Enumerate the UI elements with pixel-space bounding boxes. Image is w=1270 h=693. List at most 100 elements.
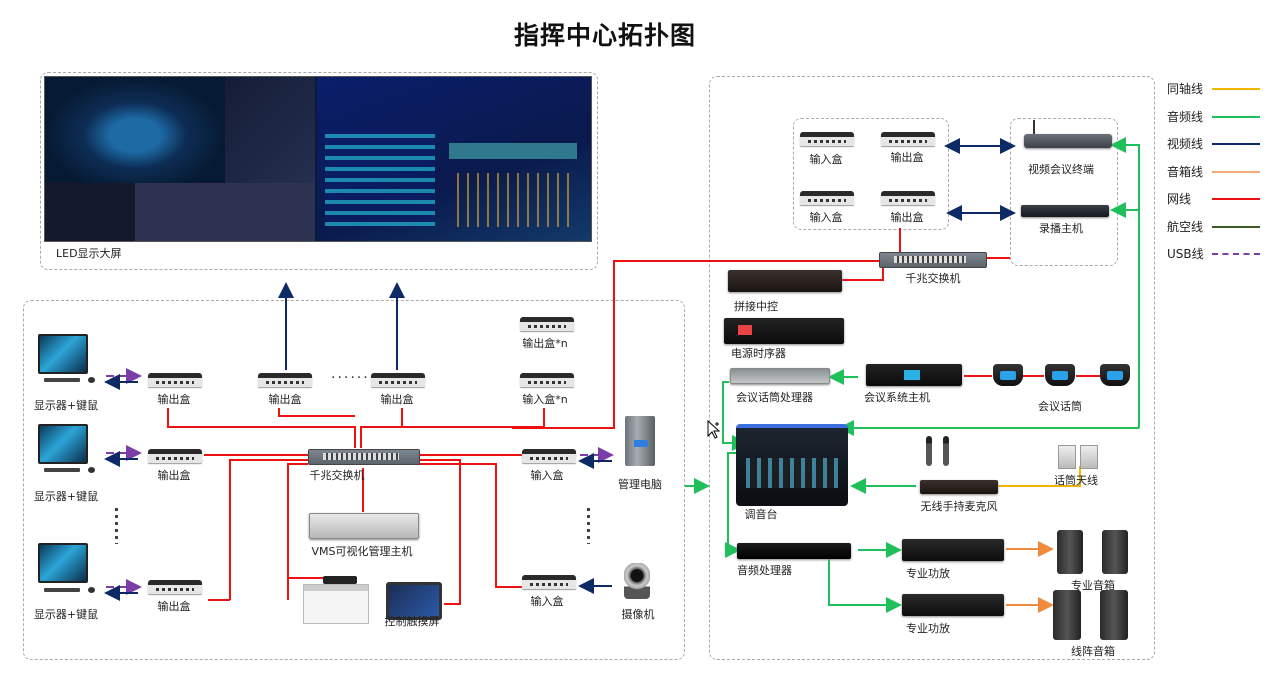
legend-line-swatch bbox=[1212, 225, 1260, 228]
kvm-arrows bbox=[104, 368, 614, 601]
legend-line-swatch bbox=[1212, 88, 1260, 90]
legend-line-swatch bbox=[1212, 198, 1260, 200]
monitor-icon bbox=[38, 334, 88, 374]
led-screen-image bbox=[44, 76, 592, 242]
input-box-device bbox=[522, 449, 576, 463]
legend-label: USB线 bbox=[1167, 247, 1204, 261]
monitor-stand bbox=[44, 378, 80, 382]
management-pc-label: 管理电脑 bbox=[618, 478, 662, 491]
output-box-label: 输出盒 bbox=[268, 393, 302, 406]
output-box-device bbox=[148, 373, 202, 387]
audio-processor-label: 音频处理器 bbox=[737, 564, 792, 577]
right-group-frame bbox=[709, 76, 1155, 660]
led-screen-label: LED显示大屏 bbox=[56, 247, 122, 260]
wireless-receiver-device bbox=[920, 480, 998, 494]
diagram-title: 指挥中心拓扑图 bbox=[513, 21, 696, 50]
legend-label: 视频线 bbox=[1167, 137, 1204, 151]
legend-line-swatch bbox=[1212, 170, 1260, 173]
amplifier-device bbox=[902, 539, 1004, 561]
mouse-icon bbox=[88, 467, 95, 473]
amplifier-label: 专业功放 bbox=[906, 622, 950, 635]
output-box-device bbox=[258, 373, 312, 387]
splice-controller-label: 拼接中控 bbox=[734, 300, 778, 313]
conference-mic-icon bbox=[993, 364, 1023, 386]
output-box-device bbox=[371, 373, 425, 387]
vertical-ellipsis bbox=[115, 508, 118, 544]
gigabit-switch-left bbox=[308, 449, 420, 465]
mouse-icon bbox=[88, 377, 95, 383]
wireless-mic-label: 无线手持麦克风 bbox=[920, 500, 998, 513]
legend-line-swatch bbox=[1212, 253, 1260, 255]
touch-screen-device bbox=[386, 582, 442, 620]
switch-label: 千兆交换机 bbox=[905, 272, 961, 285]
output-box-n-device bbox=[520, 317, 574, 331]
output-box-device bbox=[148, 449, 202, 463]
audio-processor-device bbox=[737, 543, 851, 559]
left-group-frame bbox=[23, 300, 685, 660]
breaker-icon bbox=[738, 325, 752, 335]
output-box-label: 输出盒 bbox=[890, 151, 924, 164]
handheld-mic-icon bbox=[926, 436, 932, 466]
output-box-n-label: 输出盒*n bbox=[522, 337, 568, 350]
output-box-device bbox=[148, 580, 202, 594]
display-kvm-label: 显示器+键鼠 bbox=[33, 490, 99, 503]
router-icon bbox=[323, 576, 357, 584]
legend-label: 航空线 bbox=[1167, 219, 1204, 234]
mic-processor-label: 会议话筒处理器 bbox=[736, 391, 813, 404]
gigabit-switch-right bbox=[879, 252, 987, 268]
display-kvm-label: 显示器+键鼠 bbox=[33, 399, 99, 412]
mic-processor-device bbox=[730, 368, 830, 384]
led-group-frame bbox=[40, 72, 598, 270]
input-box-n-device bbox=[520, 373, 574, 387]
mouse-icon bbox=[88, 587, 95, 593]
control-devices-panel bbox=[303, 584, 369, 624]
antenna-panel-icon bbox=[1080, 445, 1098, 469]
input-box-label: 输入盒 bbox=[809, 211, 843, 224]
output-box-label: 输出盒 bbox=[890, 211, 924, 224]
camera-label: 摄像机 bbox=[621, 608, 655, 621]
line-array-label: 线阵音箱 bbox=[1071, 645, 1115, 658]
power-sequencer-label: 电源时序器 bbox=[731, 347, 786, 360]
output-box-label: 输出盒 bbox=[380, 393, 414, 406]
splice-controller-device bbox=[728, 270, 842, 292]
touch-screen-label: 控制触摸屏 bbox=[384, 615, 440, 628]
network-lines bbox=[167, 228, 1100, 605]
vc-terminal-label: 视频会议终端 bbox=[1028, 163, 1094, 176]
conference-mic-icon bbox=[1100, 364, 1130, 386]
legend-label: 同轴线 bbox=[1167, 82, 1204, 96]
output-box-label: 输出盒 bbox=[157, 393, 191, 406]
recorder-device bbox=[1021, 205, 1109, 217]
line-array-speaker-icon bbox=[1053, 590, 1081, 640]
mixing-console-device bbox=[736, 424, 848, 506]
monitor-stand bbox=[44, 468, 80, 472]
horizontal-ellipsis: ······ bbox=[331, 370, 370, 386]
box-group-frame bbox=[793, 118, 949, 230]
legend-label: 音箱线 bbox=[1167, 164, 1204, 179]
legend-label: 音频线 bbox=[1167, 109, 1204, 124]
antenna-icon bbox=[1033, 120, 1035, 134]
input-box-device bbox=[800, 132, 854, 146]
management-pc-icon bbox=[625, 416, 655, 466]
pro-speaker-label: 专业音箱 bbox=[1071, 579, 1115, 592]
line-array-speaker-icon bbox=[1100, 590, 1128, 640]
monitor-stand bbox=[44, 588, 80, 592]
input-box-label: 输入盒 bbox=[530, 469, 564, 482]
monitor-icon bbox=[38, 424, 88, 464]
amplifier-label: 专业功放 bbox=[906, 567, 950, 580]
vc-group-frame bbox=[1010, 118, 1118, 266]
vertical-ellipsis bbox=[587, 508, 590, 544]
input-box-label: 输入盒 bbox=[530, 595, 564, 608]
mic-antenna-label: 话筒天线 bbox=[1054, 474, 1098, 487]
pro-speaker-icon bbox=[1102, 530, 1128, 574]
input-box-label: 输入盒 bbox=[809, 153, 843, 166]
display-kvm-label: 显示器+键鼠 bbox=[33, 608, 99, 621]
camera-icon bbox=[624, 563, 650, 599]
vms-server-label: VMS可视化管理主机 bbox=[311, 545, 413, 558]
input-box-n-label: 输入盒*n bbox=[522, 393, 568, 406]
conference-mic-icon bbox=[1045, 364, 1075, 386]
amplifier-device bbox=[902, 594, 1004, 616]
mixer-label: 调音台 bbox=[744, 508, 778, 521]
audio-lines bbox=[685, 137, 1140, 613]
output-box-device bbox=[881, 132, 935, 146]
